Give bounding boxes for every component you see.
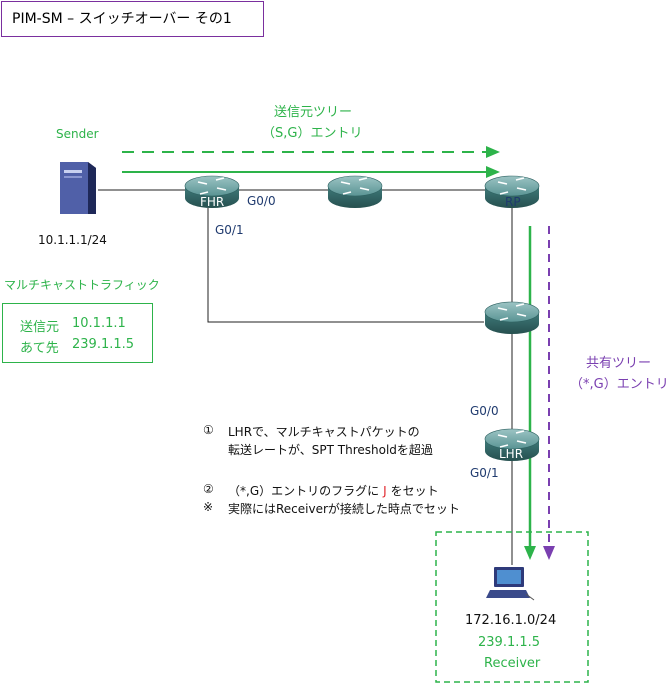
traffic-dst-label: あて先 xyxy=(20,341,59,356)
links xyxy=(98,189,513,565)
green-spt-arrow xyxy=(524,226,536,560)
multicast-traffic-heading: マルチキャストトラフィック xyxy=(4,278,160,292)
traffic-dst-value: 239.1.1.5 xyxy=(72,337,135,352)
traffic-src-value: 10.1.1.1 xyxy=(72,316,126,331)
rp-label: RP xyxy=(505,195,521,209)
source-tree-arrows xyxy=(122,146,500,178)
source-tree-entry: （S,G）エントリ xyxy=(262,126,363,141)
note-2-pre: （*,G）エントリのフラグに xyxy=(228,484,380,498)
router-lower-icon xyxy=(484,301,540,335)
shared-tree-label: 共有ツリー xyxy=(586,356,652,371)
note-1-line1: LHRで、マルチキャストパケットの xyxy=(228,425,420,439)
note-2-flag: J xyxy=(383,484,387,498)
lhr-label: LHR xyxy=(499,447,524,461)
lhr-g00-label: G0/0 xyxy=(470,404,499,418)
note-2-post: をセット xyxy=(390,484,439,498)
link-fhr-lower xyxy=(207,208,484,323)
note-1-mark: ① xyxy=(203,423,214,437)
sender-label: Sender xyxy=(56,127,99,141)
note-3-text: 実際にはReceiverが接続した時点でセット xyxy=(228,502,460,516)
source-tree-label: 送信元ツリー xyxy=(274,105,353,120)
pc-icon xyxy=(486,567,535,601)
receiver-group: 239.1.1.5 xyxy=(478,635,541,650)
receiver-dashed-box xyxy=(435,531,589,683)
shared-tree-entry: （*,G）エントリ xyxy=(570,377,667,392)
note-3-mark: ※ xyxy=(203,500,214,514)
note-2-mark: ② xyxy=(203,482,214,496)
sender-ip: 10.1.1.1/24 xyxy=(38,233,107,247)
traffic-src-label: 送信元 xyxy=(20,320,60,335)
fhr-label: FHR xyxy=(200,195,225,209)
multicast-traffic-box xyxy=(2,303,153,363)
purple-shared-tree-arrow xyxy=(543,226,555,560)
fhr-g01-label: G0/1 xyxy=(215,223,244,237)
fhr-g00-label: G0/0 xyxy=(247,194,276,208)
router-middle-icon xyxy=(327,175,383,209)
receiver-subnet: 172.16.1.0/24 xyxy=(465,613,557,628)
note-1-line2: 転送レートが、SPT Thresholdを超過 xyxy=(228,443,433,457)
page-title: PIM-SM – スイッチオーバー その1 xyxy=(1,1,264,37)
server-icon xyxy=(60,162,96,214)
receiver-label: Receiver xyxy=(484,656,541,671)
lhr-g01-label: G0/1 xyxy=(470,466,499,480)
